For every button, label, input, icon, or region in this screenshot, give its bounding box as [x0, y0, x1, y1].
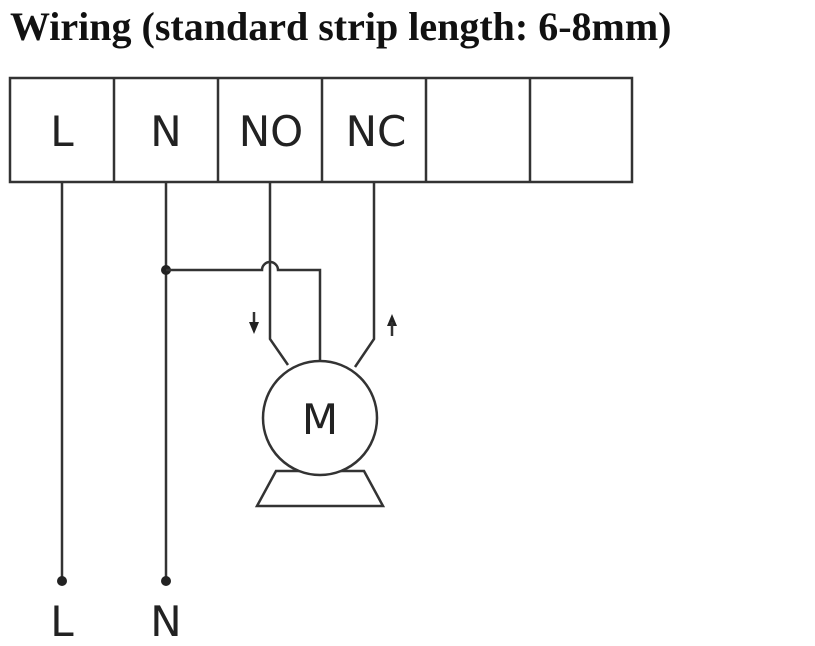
neutral-branch-wire — [166, 260, 322, 365]
motor-label: M — [302, 395, 338, 444]
terminal-label-l: L — [50, 107, 74, 156]
terminal-block: L N NO NC — [8, 76, 634, 184]
supply-label-l: L — [50, 597, 74, 646]
up-arrow-icon — [387, 314, 397, 336]
motor-base — [254, 469, 386, 508]
no-wire — [268, 182, 290, 366]
supply-terminal-dot-l — [57, 576, 67, 586]
supply-terminal-dot-n — [161, 576, 171, 586]
terminal-label-nc: NC — [346, 107, 407, 156]
page-title: Wiring (standard strip length: 6-8mm) — [10, 4, 672, 49]
down-arrow-icon — [249, 312, 259, 334]
terminal-label-no: NO — [239, 107, 303, 156]
motor-circle — [261, 359, 379, 477]
terminal-label-n: N — [150, 107, 181, 156]
nc-wire — [353, 182, 376, 368]
motor-symbol: M — [254, 359, 386, 508]
supply-label-n: N — [150, 597, 181, 646]
